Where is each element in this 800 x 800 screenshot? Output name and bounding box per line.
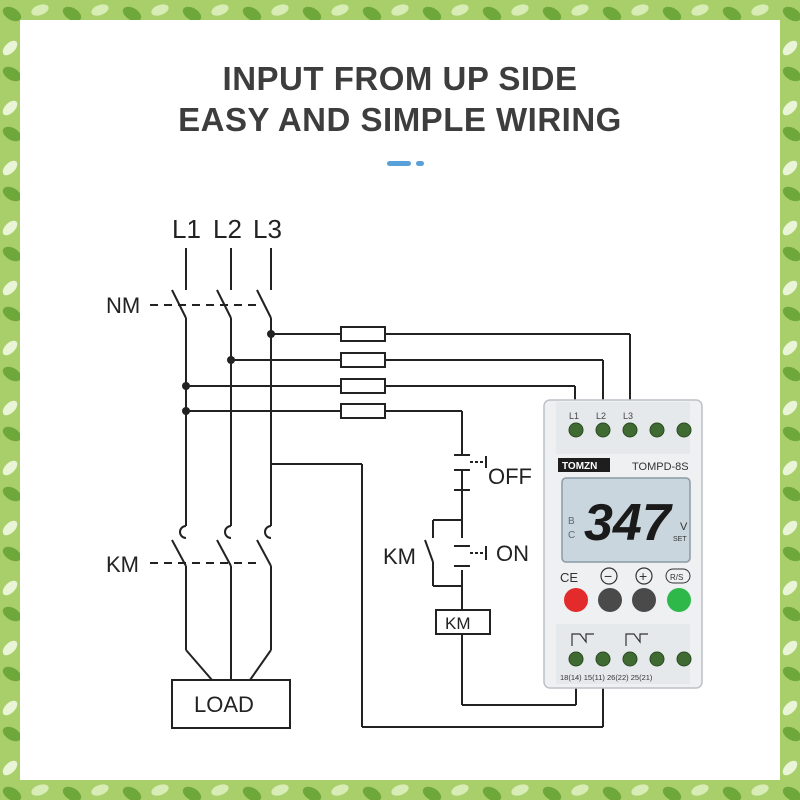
load-box — [171, 679, 291, 729]
l3-to-load — [249, 649, 272, 681]
accent-dash — [387, 161, 411, 166]
junction-dot — [182, 382, 190, 390]
screw-terminal — [595, 651, 611, 667]
heading-line-2: EASY AND SIMPLE WIRING — [178, 101, 622, 138]
heading-line-1: INPUT FROM UP SIDE — [222, 60, 578, 97]
km-coil-label: KM — [445, 614, 471, 633]
junction-dot — [227, 356, 235, 364]
phase-label-l3: L3 — [253, 214, 282, 244]
plus-label: + — [639, 568, 647, 584]
device-term-label-l2: L2 — [596, 411, 606, 421]
screw-terminal — [568, 422, 584, 438]
lcd-unit: V — [680, 521, 688, 533]
nm-label: NM — [106, 293, 140, 318]
screw-terminal — [622, 422, 638, 438]
plus-icon — [635, 567, 653, 585]
fuse-4 — [340, 403, 386, 419]
device-term-label-l3: L3 — [623, 411, 633, 421]
relay-device: L1 L2 L3 TOMZN TOMPD-8S B C 347 V SET CE… — [543, 399, 703, 689]
red-button[interactable] — [564, 588, 588, 612]
model-text: TOMPD-8S — [632, 461, 689, 473]
screw-terminal — [649, 422, 665, 438]
green-button[interactable] — [667, 588, 691, 612]
km-hold-blade — [424, 539, 434, 563]
km-blade-1 — [171, 539, 187, 567]
km-hold-label: KM — [383, 544, 416, 569]
rs-frame — [665, 568, 691, 584]
relay-nc-symbol — [571, 633, 594, 646]
km-arc-2 — [224, 525, 232, 539]
load-label: LOAD — [194, 692, 254, 717]
junction-dot — [182, 407, 190, 415]
minus-button[interactable] — [598, 588, 622, 612]
screw-terminal — [676, 422, 692, 438]
screw-terminal — [595, 422, 611, 438]
l1-to-load — [185, 649, 213, 681]
bottom-terminal-labels: 18(14) 15(11) 26(22) 25(21) — [560, 673, 653, 682]
km-blade-2 — [216, 539, 232, 567]
lcd-set: SET — [673, 536, 687, 543]
rs-label: R/S — [670, 573, 683, 582]
lcd-display — [561, 477, 691, 563]
km-arc-1 — [179, 525, 187, 539]
km-blade-3 — [256, 539, 272, 567]
lcd-letter-c: C — [568, 530, 575, 541]
phase-label-l2: L2 — [213, 214, 242, 244]
km-arc-3 — [264, 525, 272, 539]
relay-no-symbol — [625, 633, 648, 646]
ce-mark: CE — [560, 570, 578, 585]
on-label: ON — [496, 541, 529, 566]
nm-blade-3 — [256, 289, 272, 319]
phase-label-l1: L1 — [172, 214, 201, 244]
accent-dot — [416, 161, 424, 166]
minus-icon — [600, 567, 618, 585]
screw-terminal — [676, 651, 692, 667]
plus-button[interactable] — [632, 588, 656, 612]
lcd-letter-b: B — [568, 516, 575, 527]
minus-label: − — [604, 568, 612, 584]
device-term-label-l1: L1 — [569, 411, 579, 421]
brand-badge — [558, 458, 610, 472]
screw-terminal — [649, 651, 665, 667]
screw-terminal — [568, 651, 584, 667]
lcd-value: 347 — [584, 494, 673, 552]
off-label: OFF — [488, 464, 532, 489]
brand-text: TOMZN — [562, 461, 597, 472]
fuse-3 — [340, 378, 386, 394]
fuse-2 — [340, 352, 386, 368]
fuse-1 — [340, 326, 386, 342]
junction-dot — [267, 330, 275, 338]
km-label: KM — [106, 552, 139, 577]
screw-terminal — [622, 651, 638, 667]
